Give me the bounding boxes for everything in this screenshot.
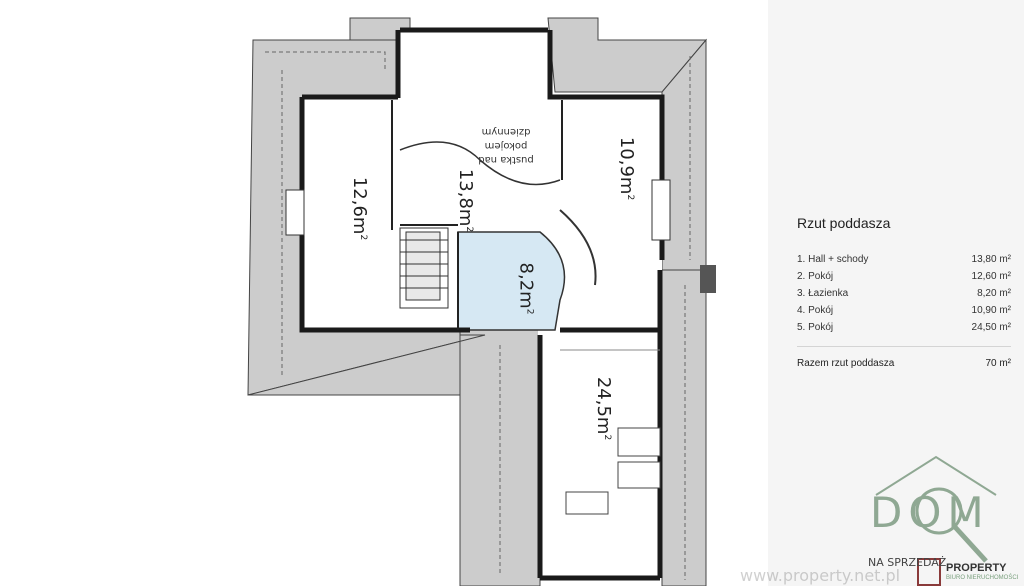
area-row-name: 1. Hall + schody (797, 254, 869, 265)
total-label: Razem rzut poddasza (797, 358, 895, 369)
logo-brand: DOM (870, 488, 990, 537)
area-row-value: 13,80 m² (971, 254, 1011, 265)
total-value: 70 m² (985, 358, 1011, 369)
logo-biuro: BIURO NIERUCHOMOŚCI (946, 575, 1019, 581)
area-row-name: 3. Łazienka (797, 288, 849, 299)
area-row-value: 10,90 m² (971, 305, 1011, 316)
area-row-value: 24,50 m² (971, 322, 1011, 333)
area-row-value: 12,60 m² (971, 271, 1011, 282)
house-logo-icon (875, 455, 997, 586)
logo-property: PROPERTY (946, 562, 1007, 574)
area-table: 1. Hall + schody 13,80 m² 2. Pokój 12,60… (797, 251, 1011, 336)
area-row: 5. Pokój 24,50 m² (797, 319, 1011, 336)
bathroom-area (457, 231, 566, 331)
logo-tagline: NA SPRZEDAŻ (868, 556, 947, 569)
area-row-name: 5. Pokój (797, 322, 834, 333)
roof-left-bottom (247, 334, 486, 396)
area-sidebar: Rzut poddasza 1. Hall + schody 13,80 m² … (768, 0, 1024, 586)
room-label-8-2: 8,2m2 (515, 262, 537, 315)
roof-dashes (265, 51, 691, 580)
area-row: 4. Pokój 10,90 m² (797, 302, 1011, 319)
curved-wall (559, 209, 597, 286)
area-row: 3. Łazienka 8,20 m² (797, 285, 1011, 302)
room-label-10-9: 10,9m2 (616, 136, 638, 201)
chimney-right (700, 265, 716, 293)
total-row: Razem rzut poddasza 70 m² (797, 358, 1011, 369)
floor-plan: 12,6m2 13,8m2 10,9m2 8,2m2 24,5m2 pustka… (247, 17, 716, 586)
room-label-24-5: 24,5m2 (593, 376, 615, 441)
void-note-line1: pustka nad pokojem (478, 140, 534, 165)
area-row-name: 4. Pokój (797, 305, 834, 316)
stairs (399, 227, 449, 309)
walls (299, 27, 665, 581)
area-divider (797, 346, 1011, 347)
lower-room-fixtures (565, 427, 661, 515)
void-curve (399, 141, 561, 186)
area-row: 1. Hall + schody 13,80 m² (797, 251, 1011, 268)
window-right (651, 179, 671, 241)
watermark: www.property.net.pl (740, 566, 901, 585)
roof-right-lower (661, 269, 707, 586)
void-note-line2: dziennym (481, 126, 531, 137)
void-note: pustka nad pokojem dziennym (456, 124, 556, 166)
room-label-13-8: 13,8m2 (455, 168, 477, 233)
area-row: 2. Pokój 12,60 m² (797, 268, 1011, 285)
area-row-name: 2. Pokój (797, 271, 834, 282)
floor-plan-drawing (247, 17, 716, 586)
sidebar-title: Rzut poddasza (797, 215, 891, 231)
inner-walls (391, 100, 660, 351)
room-label-12-6: 12,6m2 (349, 176, 371, 241)
area-row-value: 8,20 m² (977, 288, 1011, 299)
window-left (285, 189, 305, 236)
